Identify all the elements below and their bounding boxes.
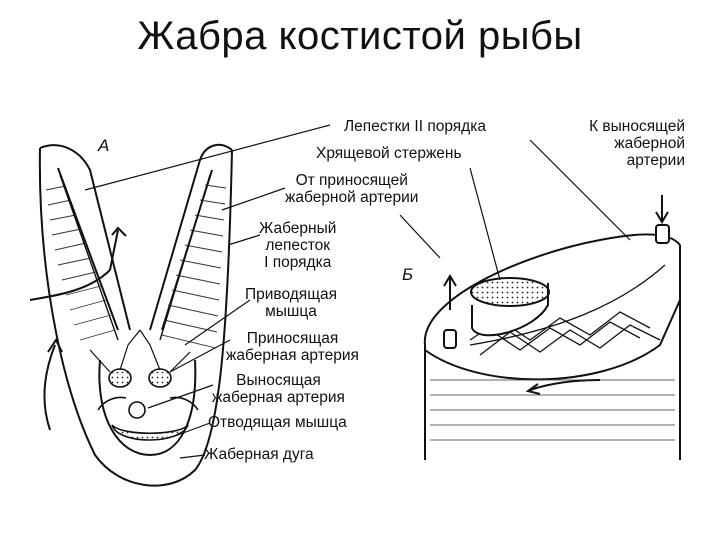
panel-letter-a: А	[98, 136, 110, 155]
label-cartilage-rod: Хрящевой стержень	[316, 145, 462, 162]
cartilage-rods	[59, 174, 211, 341]
label-gill-arch: Жаберная дуга	[204, 446, 314, 463]
label-gill-filament: Жаберный лепесток I порядка	[259, 220, 337, 271]
flow-arrows-b	[443, 195, 669, 395]
gill-block-3d	[423, 233, 681, 460]
slide-title: Жабра костистой рыбы	[137, 14, 583, 58]
label-afferent-artery: Приносящая жаберная артерия	[226, 330, 359, 364]
cartilage-cylinder	[470, 277, 550, 337]
label-to-efferent-artery: К выносящей жаберной артерии	[589, 118, 685, 169]
label-petals-second-order: Лепестки II порядка	[344, 118, 486, 135]
label-abductor-muscle: Отводящая мышца	[208, 414, 347, 431]
arch-vessels	[97, 368, 199, 441]
label-adductor-muscle: Приводящая мышца	[245, 286, 337, 320]
gill-arch-section	[38, 143, 233, 487]
water-flow-arrows	[29, 226, 127, 431]
filament-lamellae	[45, 184, 227, 349]
label-efferent-artery: Выносящая жаберная артерия	[212, 372, 345, 406]
label-from-afferent-artery: От приносящей жаберной артерии	[285, 172, 419, 206]
block-side-hatching	[430, 379, 675, 441]
leader-lines	[84, 124, 631, 459]
vessel-stubs	[443, 224, 670, 349]
panel-letter-b: Б	[402, 265, 414, 284]
